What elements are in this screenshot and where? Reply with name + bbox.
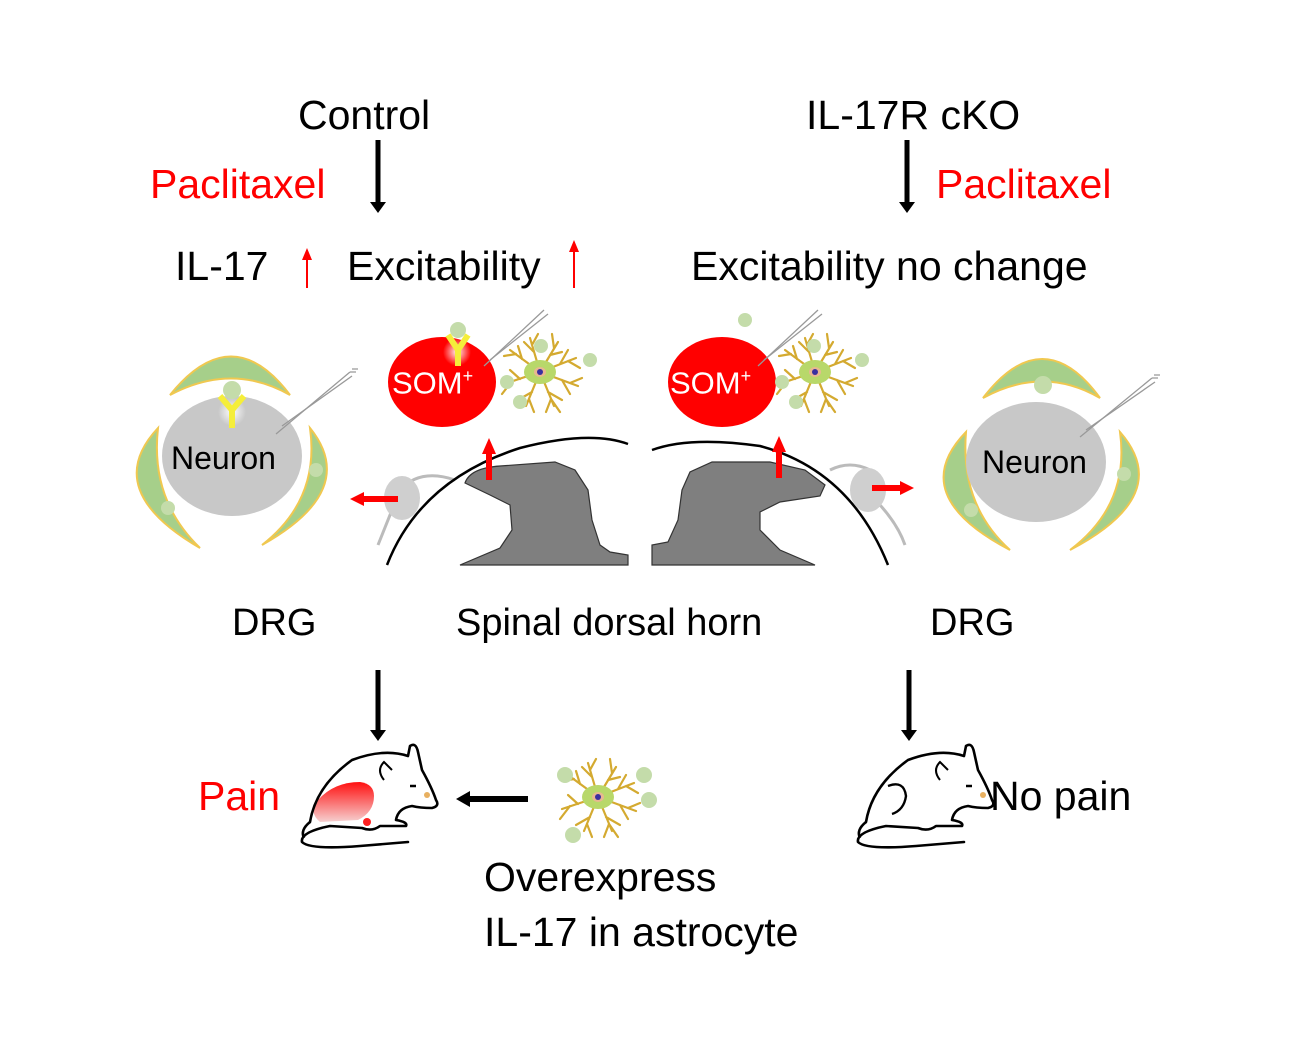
spinal-cord-right-half	[651, 440, 890, 566]
excitability-no-change-label: Excitability no change	[691, 243, 1088, 289]
patch-electrode-icon	[483, 309, 549, 367]
right-ganglion	[829, 463, 907, 546]
arrow-control-to-findings	[370, 140, 386, 213]
right-neuron-label: Neuron	[982, 444, 1087, 480]
il17-receptor-icon	[443, 322, 471, 366]
excitability-finding-label: Excitability	[347, 243, 541, 289]
right-drg-red-arrow	[872, 481, 914, 495]
left-neuron-label: Neuron	[171, 440, 276, 476]
left-ganglion	[376, 474, 456, 546]
left-drg-neuron-group	[135, 355, 358, 549]
left-dorsal-horn-red-arrow	[482, 438, 496, 480]
mouse-pain-icon	[300, 743, 439, 849]
il17-receptor-icon	[217, 394, 247, 428]
spinal-dorsal-horn-label: Spinal dorsal horn	[456, 602, 763, 644]
drg-neuron-body	[162, 396, 302, 516]
no-pain-outcome-label: No pain	[990, 773, 1132, 819]
right-drg-neuron-group	[942, 358, 1160, 551]
astrocyte-icon	[500, 332, 597, 414]
som-neuron-body	[388, 337, 496, 427]
arrow-cko-to-findings	[899, 140, 915, 213]
left-som-cell-group	[388, 309, 597, 427]
mouse-no-pain-icon	[856, 743, 995, 849]
right-treatment-label: Paclitaxel	[936, 161, 1112, 207]
right-som-cell-group	[668, 309, 869, 427]
left-drg-red-arrow	[350, 492, 398, 506]
astrocyte-icon	[775, 332, 869, 414]
il17-up-arrow	[302, 248, 312, 288]
left-som-label: SOM+	[392, 365, 474, 401]
satellite-glia	[135, 355, 328, 549]
spinal-cord-left-half	[385, 436, 629, 566]
drg-neuron-body	[966, 402, 1106, 522]
overexpress-astrocyte-icon	[557, 757, 657, 843]
left-treatment-label: Paclitaxel	[150, 161, 326, 207]
patch-electrode-icon	[1079, 374, 1160, 438]
left-drg-label: DRG	[232, 602, 317, 644]
right-som-label: SOM+	[670, 365, 752, 401]
right-drg-label: DRG	[930, 602, 1015, 644]
cko-group-title: IL-17R cKO	[806, 92, 1021, 138]
right-dorsal-horn-red-arrow	[772, 436, 786, 478]
patch-electrode-icon	[275, 368, 358, 435]
overexpress-label-line2: IL-17 in astrocyte	[484, 909, 799, 955]
il17-finding-label: IL-17	[175, 243, 269, 289]
arrow-astrocyte-to-pain	[456, 791, 528, 807]
som-neuron-body	[668, 337, 776, 427]
dorsal-horn-right	[651, 461, 826, 566]
excitability-up-arrow	[569, 240, 579, 288]
arrow-left-drg-to-pain	[370, 670, 386, 741]
control-group-title: Control	[298, 92, 431, 138]
arrow-right-drg-to-nopain	[901, 670, 917, 741]
pain-outcome-label: Pain	[198, 773, 281, 819]
patch-electrode-icon	[757, 309, 823, 367]
overexpress-label-line1: Overexpress	[484, 854, 717, 900]
dorsal-horn-left	[459, 461, 629, 566]
